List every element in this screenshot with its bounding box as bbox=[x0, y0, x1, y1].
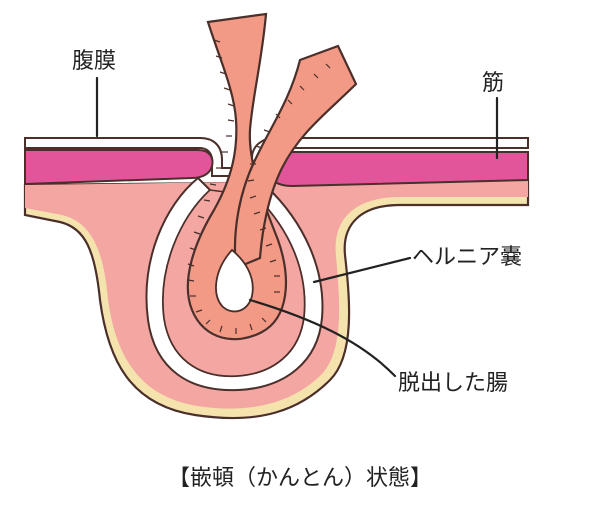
muscle-band-left bbox=[24, 149, 214, 186]
muscle-band-right bbox=[264, 151, 529, 188]
intestine-loop bbox=[186, 12, 288, 341]
leader-hernia-sac bbox=[312, 256, 412, 284]
leader-intestine bbox=[248, 298, 397, 378]
label-hernia-sac: ヘルニア嚢 bbox=[412, 245, 522, 270]
label-muscle: 筋 bbox=[482, 71, 504, 96]
label-peritoneum: 腹膜 bbox=[72, 49, 116, 74]
intestine-loop-hole bbox=[215, 248, 254, 313]
intestine-strand-right bbox=[233, 44, 358, 270]
label-prolapsed-intestine: 脱出した腸 bbox=[398, 371, 508, 396]
diagram-caption: 【嵌頓（かんとん）状態】 bbox=[168, 466, 432, 491]
